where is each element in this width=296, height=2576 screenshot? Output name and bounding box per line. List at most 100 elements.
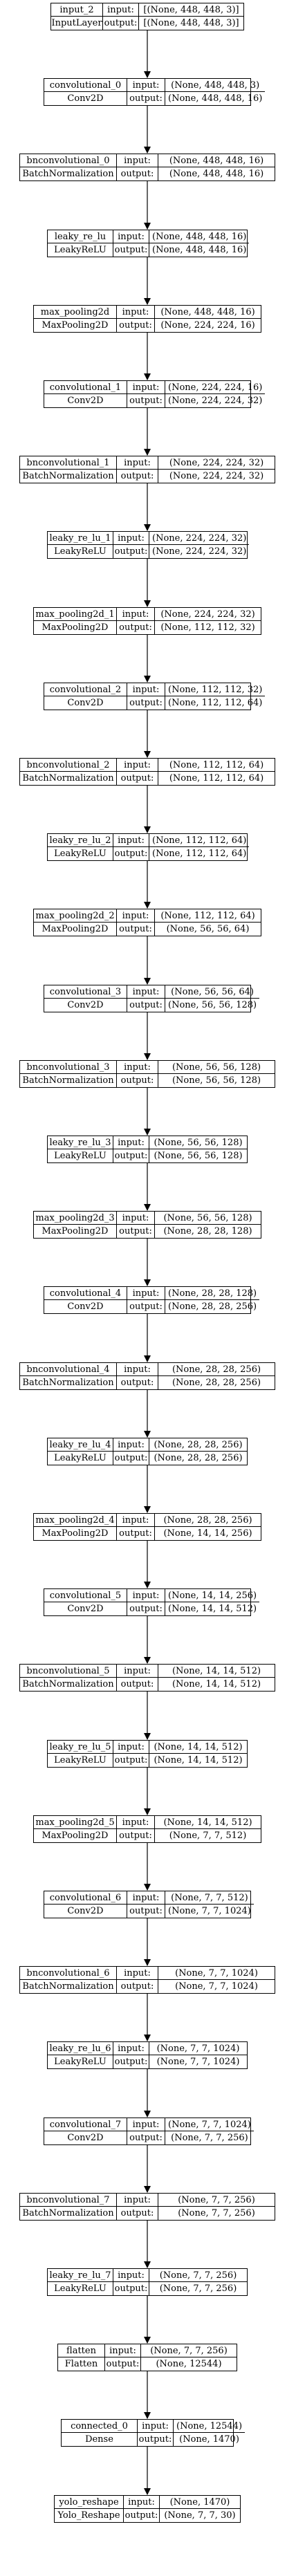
layer-name: bnconvolutional_3: [20, 1061, 117, 1074]
output-shape: (None, 14, 14, 512): [168, 1604, 257, 1614]
output-shape: (None, 7, 7, 1024): [175, 1981, 258, 1992]
output-label: output:: [117, 1980, 158, 1993]
input-label: input:: [138, 2420, 174, 2433]
output-shape: (None, 224, 224, 32): [169, 471, 264, 481]
input-shape: (None, 7, 7, 256): [141, 2344, 237, 2357]
output-label: output:: [138, 2433, 174, 2446]
input-shape: (None, 28, 28, 128): [165, 1287, 260, 1300]
layer-name: flatten: [58, 2344, 105, 2357]
output-shape: (None, 7, 7, 512): [169, 1831, 247, 1841]
output-shape: (None, 448, 448, 16): [152, 245, 247, 255]
output-label: output:: [113, 2282, 149, 2295]
output-shape: (None, 224, 224, 32): [168, 396, 263, 406]
layer-name: convolutional_3: [44, 985, 127, 999]
input-label: input:: [127, 2118, 165, 2131]
input-shape: (None, 112, 112, 32): [165, 683, 266, 696]
output-label: output:: [117, 1829, 155, 1842]
input-shape: (None, 7, 7, 1024): [149, 2042, 247, 2055]
input-label: input:: [117, 306, 155, 319]
output-shape: (None, 12544): [156, 2359, 222, 2369]
layer-type: LeakyReLU: [48, 243, 113, 257]
output-label: output:: [117, 1225, 155, 1238]
output-label: output:: [113, 243, 149, 257]
input-shape: (None, 112, 112, 64): [155, 909, 261, 923]
input-label: input:: [117, 1061, 158, 1074]
output-label: output:: [113, 1149, 149, 1162]
output-shape: (None, 7, 7, 256): [159, 2283, 237, 2294]
layer-type: BatchNormalization: [20, 470, 117, 483]
layer-type: Conv2D: [44, 394, 127, 407]
input-shape: (None, 224, 224, 16): [165, 381, 266, 394]
layer-type: BatchNormalization: [20, 2207, 117, 2220]
input-label: input:: [127, 1891, 165, 1905]
input-label: input:: [117, 1967, 158, 1980]
output-label: output:: [127, 999, 165, 1012]
input-shape: (None, 28, 28, 256): [155, 1514, 261, 1527]
layer-type: Conv2D: [44, 92, 127, 105]
input-label: input:: [113, 834, 149, 847]
layer-name: leaky_re_lu_2: [48, 834, 113, 847]
layer-type: MaxPooling2D: [34, 1527, 117, 1540]
output-shape: (None, 28, 28, 256): [168, 1301, 257, 1312]
output-label: output:: [117, 1074, 158, 1087]
layer-name: input_2: [51, 3, 103, 17]
layer-name: convolutional_4: [44, 1287, 127, 1300]
input-shape: (None, 224, 224, 32): [155, 608, 261, 621]
layer-type: Conv2D: [44, 1905, 127, 1918]
input-label: input:: [117, 2194, 158, 2207]
layer-type: LeakyReLU: [48, 1754, 113, 1767]
input-shape: (None, 448, 448, 16): [149, 230, 250, 243]
input-label: input:: [117, 1212, 155, 1225]
output-shape: (None, 56, 56, 64): [166, 924, 250, 934]
layer-name: convolutional_1: [44, 381, 127, 394]
output-shape: (None, 224, 224, 16): [160, 320, 255, 331]
output-label: output:: [127, 394, 165, 407]
output-shape: (None, 7, 7, 256): [178, 2208, 255, 2218]
layer-type: Conv2D: [44, 1602, 127, 1615]
output-shape: (None, 112, 112, 64): [169, 773, 264, 784]
input-label: input:: [113, 1136, 149, 1149]
layer-type: BatchNormalization: [20, 1074, 117, 1087]
output-shape: (None, 14, 14, 512): [154, 1755, 243, 1766]
output-shape: (None, 28, 28, 256): [172, 1378, 261, 1388]
input-label: input:: [113, 2042, 149, 2055]
output-shape: (None, 7, 7, 1024): [156, 2057, 240, 2067]
layer-type: MaxPooling2D: [34, 319, 117, 332]
layer-name: convolutional_7: [44, 2118, 127, 2131]
output-shape: (None, 28, 28, 256): [154, 1453, 243, 1463]
output-label: output:: [113, 1754, 149, 1767]
input-shape: (None, 12544): [174, 2420, 246, 2433]
input-label: input:: [117, 1514, 155, 1527]
output-label: output:: [113, 2055, 149, 2068]
layer-type: BatchNormalization: [20, 1678, 117, 1691]
output-shape: (None, 14, 14, 512): [172, 1679, 261, 1689]
output-label: output:: [117, 1376, 158, 1389]
output-shape: (None, 56, 56, 128): [168, 1000, 257, 1010]
input-label: input:: [113, 532, 149, 545]
input-label: input:: [117, 1665, 158, 1678]
layer-type: Dense: [62, 2433, 138, 2446]
input-shape: (None, 56, 56, 128): [155, 1212, 261, 1225]
layer-type: MaxPooling2D: [34, 1829, 117, 1842]
input-label: input:: [117, 608, 155, 621]
layer-type: MaxPooling2D: [34, 923, 117, 936]
layer-type: Conv2D: [44, 999, 127, 1012]
input-shape: (None, 7, 7, 256): [158, 2194, 275, 2207]
layer-type: InputLayer: [51, 17, 103, 30]
output-shape: (None, 1470): [179, 2434, 239, 2445]
output-label: output:: [127, 2131, 165, 2144]
